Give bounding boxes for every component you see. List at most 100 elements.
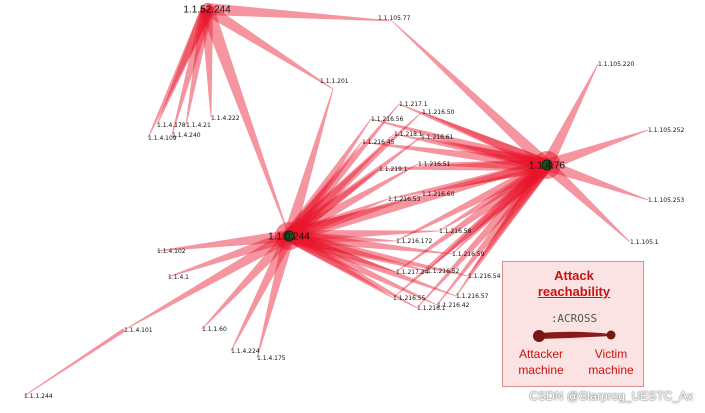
- node-label-n216_51[interactable]: 1.1.216.51: [418, 161, 451, 168]
- node-label-n216_56[interactable]: 1.1.216.56: [371, 116, 404, 123]
- node-label-n105_252[interactable]: 1.1.105.252: [648, 127, 684, 134]
- edge-C-n217_1: [398, 103, 550, 171]
- hub-label-A: 1.1.52.244: [183, 5, 231, 16]
- node-label-n1_244[interactable]: 1.1.1.244: [24, 393, 53, 400]
- legend-title-underlined: reachability: [537, 284, 611, 299]
- hub-node-C[interactable]: [541, 159, 553, 171]
- edge-A-n4_21: [185, 7, 213, 126]
- edge-B-n217_1: [284, 103, 400, 240]
- node-label-n216_57[interactable]: 1.1.216.57: [456, 293, 489, 300]
- node-label-n4_222[interactable]: 1.1.4.222: [211, 115, 240, 122]
- edge-C-n216_57: [455, 161, 552, 297]
- edge-B-n1_201: [283, 88, 334, 238]
- edge-C-n216_53: [387, 159, 549, 200]
- edge-B-n4_102: [156, 230, 290, 252]
- edge-B-n4_175: [256, 234, 295, 359]
- edge-A-n105_77: [206, 3, 393, 22]
- edge-C-n105_220: [541, 63, 599, 168]
- node-label-n4_21[interactable]: 1.1.4.21: [186, 122, 211, 129]
- edge-C-n216_42: [436, 161, 552, 306]
- edge-B-n216_50: [284, 111, 423, 241]
- edge-B-n216_52: [287, 230, 428, 272]
- node-label-n216_45[interactable]: 1.1.216.45: [362, 139, 395, 146]
- edge-C-n219_1: [378, 159, 548, 171]
- victim-caption-line1: Victim: [594, 347, 628, 361]
- node-label-n217_24[interactable]: 1.1.217.24: [396, 269, 429, 276]
- edge-A-n4_178: [156, 6, 213, 126]
- node-label-n4_240[interactable]: 1.1.4.240: [172, 132, 201, 139]
- edge-layer: [23, 3, 649, 397]
- node-label-n4_175[interactable]: 1.1.4.175: [257, 355, 286, 362]
- node-label-n105_1[interactable]: 1.1.105.1: [630, 239, 659, 246]
- node-label-n1_201[interactable]: 1.1.1.201: [320, 78, 349, 85]
- node-label-n216_58[interactable]: 1.1.216.58: [439, 228, 472, 235]
- node-label-n216_50[interactable]: 1.1.216.50: [422, 109, 455, 116]
- node-label-n216_52[interactable]: 1.1.216.52: [427, 268, 460, 275]
- edge-B-n216_42: [286, 230, 438, 306]
- node-label-n4_101[interactable]: 1.1.4.101: [124, 327, 153, 334]
- node-label-n216_1[interactable]: 1.1.216.1: [417, 305, 446, 312]
- attacker-node-icon: [533, 330, 545, 342]
- node-label-n1_60[interactable]: 1.1.1.60: [202, 326, 227, 333]
- node-label-n217_1[interactable]: 1.1.217.1: [399, 101, 428, 108]
- edge-C-n216_55: [392, 160, 551, 299]
- edge-C-n216_54: [467, 161, 552, 277]
- attacker-caption-line1: Attacker: [518, 347, 563, 361]
- attacker-caption-line2: machine: [518, 363, 564, 377]
- edge-C-n105_252: [545, 129, 649, 171]
- edge-B-n4_101: [123, 230, 292, 331]
- edge-B-n1_60: [201, 231, 294, 330]
- node-label-n216_55[interactable]: 1.1.216.55: [393, 295, 426, 302]
- edge-C-n218_1: [393, 133, 549, 171]
- edge-B-n216_45: [284, 141, 363, 240]
- edge-B-n219_1: [285, 168, 380, 241]
- edge-C-n216_51: [417, 159, 548, 171]
- node-label-n4_178[interactable]: 1.1.4.178: [157, 122, 186, 129]
- legend-across-label: :ACROSS: [550, 312, 598, 325]
- edge-C-n216_61: [420, 136, 549, 171]
- hub-node-B[interactable]: [283, 230, 295, 242]
- node-label-n216_172[interactable]: 1.1.216.172: [396, 238, 432, 245]
- node-label-n216_60[interactable]: 1.1.216.60: [422, 191, 455, 198]
- node-label-n216_53[interactable]: 1.1.216.53: [388, 196, 421, 203]
- edge-C-n105_253: [545, 159, 649, 201]
- node-label-n216_59[interactable]: 1.1.216.59: [452, 251, 485, 258]
- edge-B-n216_57: [286, 230, 457, 297]
- edge-B-n216_56: [284, 118, 372, 240]
- victim-node-icon: [606, 330, 616, 340]
- node-label-n216_42[interactable]: 1.1.216.42: [437, 302, 470, 309]
- hub-label-C: 1.1.4.76: [529, 161, 566, 172]
- edge-A-n4_222: [201, 8, 213, 119]
- edge-B-n216_53: [286, 198, 389, 242]
- node-label-n218_1[interactable]: 1.1.218.1: [394, 131, 423, 138]
- attacker-caption: Attacker machine: [507, 346, 575, 378]
- edge-B-n216_59: [288, 230, 453, 255]
- edge-n4_101-n1_244: [23, 328, 126, 397]
- node-label-n105_220[interactable]: 1.1.105.220: [598, 61, 634, 68]
- edge-B-n217_24: [287, 230, 397, 273]
- node-label-n105_77[interactable]: 1.1.105.77: [378, 15, 411, 22]
- hub-label-B: 1.1.0.244: [268, 232, 310, 243]
- node-label-n216_54[interactable]: 1.1.216.54: [468, 273, 501, 280]
- node-label-n216_61[interactable]: 1.1.216.61: [421, 134, 454, 141]
- node-label-n4_109[interactable]: 1.1.4.109: [148, 135, 177, 142]
- legend-edge-diagram: [533, 330, 616, 342]
- edge-A-n1_201: [203, 3, 334, 90]
- edge-A-B: [200, 6, 290, 237]
- edge-C-n216_45: [361, 141, 548, 171]
- node-label-n105_253[interactable]: 1.1.105.253: [648, 197, 684, 204]
- node-label-n4_224[interactable]: 1.1.4.224: [231, 348, 260, 355]
- node-label-n4_102[interactable]: 1.1.4.102: [157, 248, 186, 255]
- edge-A-n4_109: [147, 6, 213, 139]
- edge-B-n216_58: [288, 230, 440, 242]
- hub-burst-A: [201, 3, 213, 15]
- edge-B-n216_172: [288, 230, 397, 242]
- edge-B-n216_54: [287, 230, 469, 277]
- edge-A-n4_240: [171, 7, 213, 136]
- node-label-n219_1[interactable]: 1.1.219.1: [379, 166, 408, 173]
- edge-B-n216_55: [285, 230, 394, 299]
- edge-C-n216_56: [370, 118, 549, 171]
- node-label-n4_1[interactable]: 1.1.4.1: [168, 274, 189, 281]
- edge-C-n217_24: [395, 160, 551, 273]
